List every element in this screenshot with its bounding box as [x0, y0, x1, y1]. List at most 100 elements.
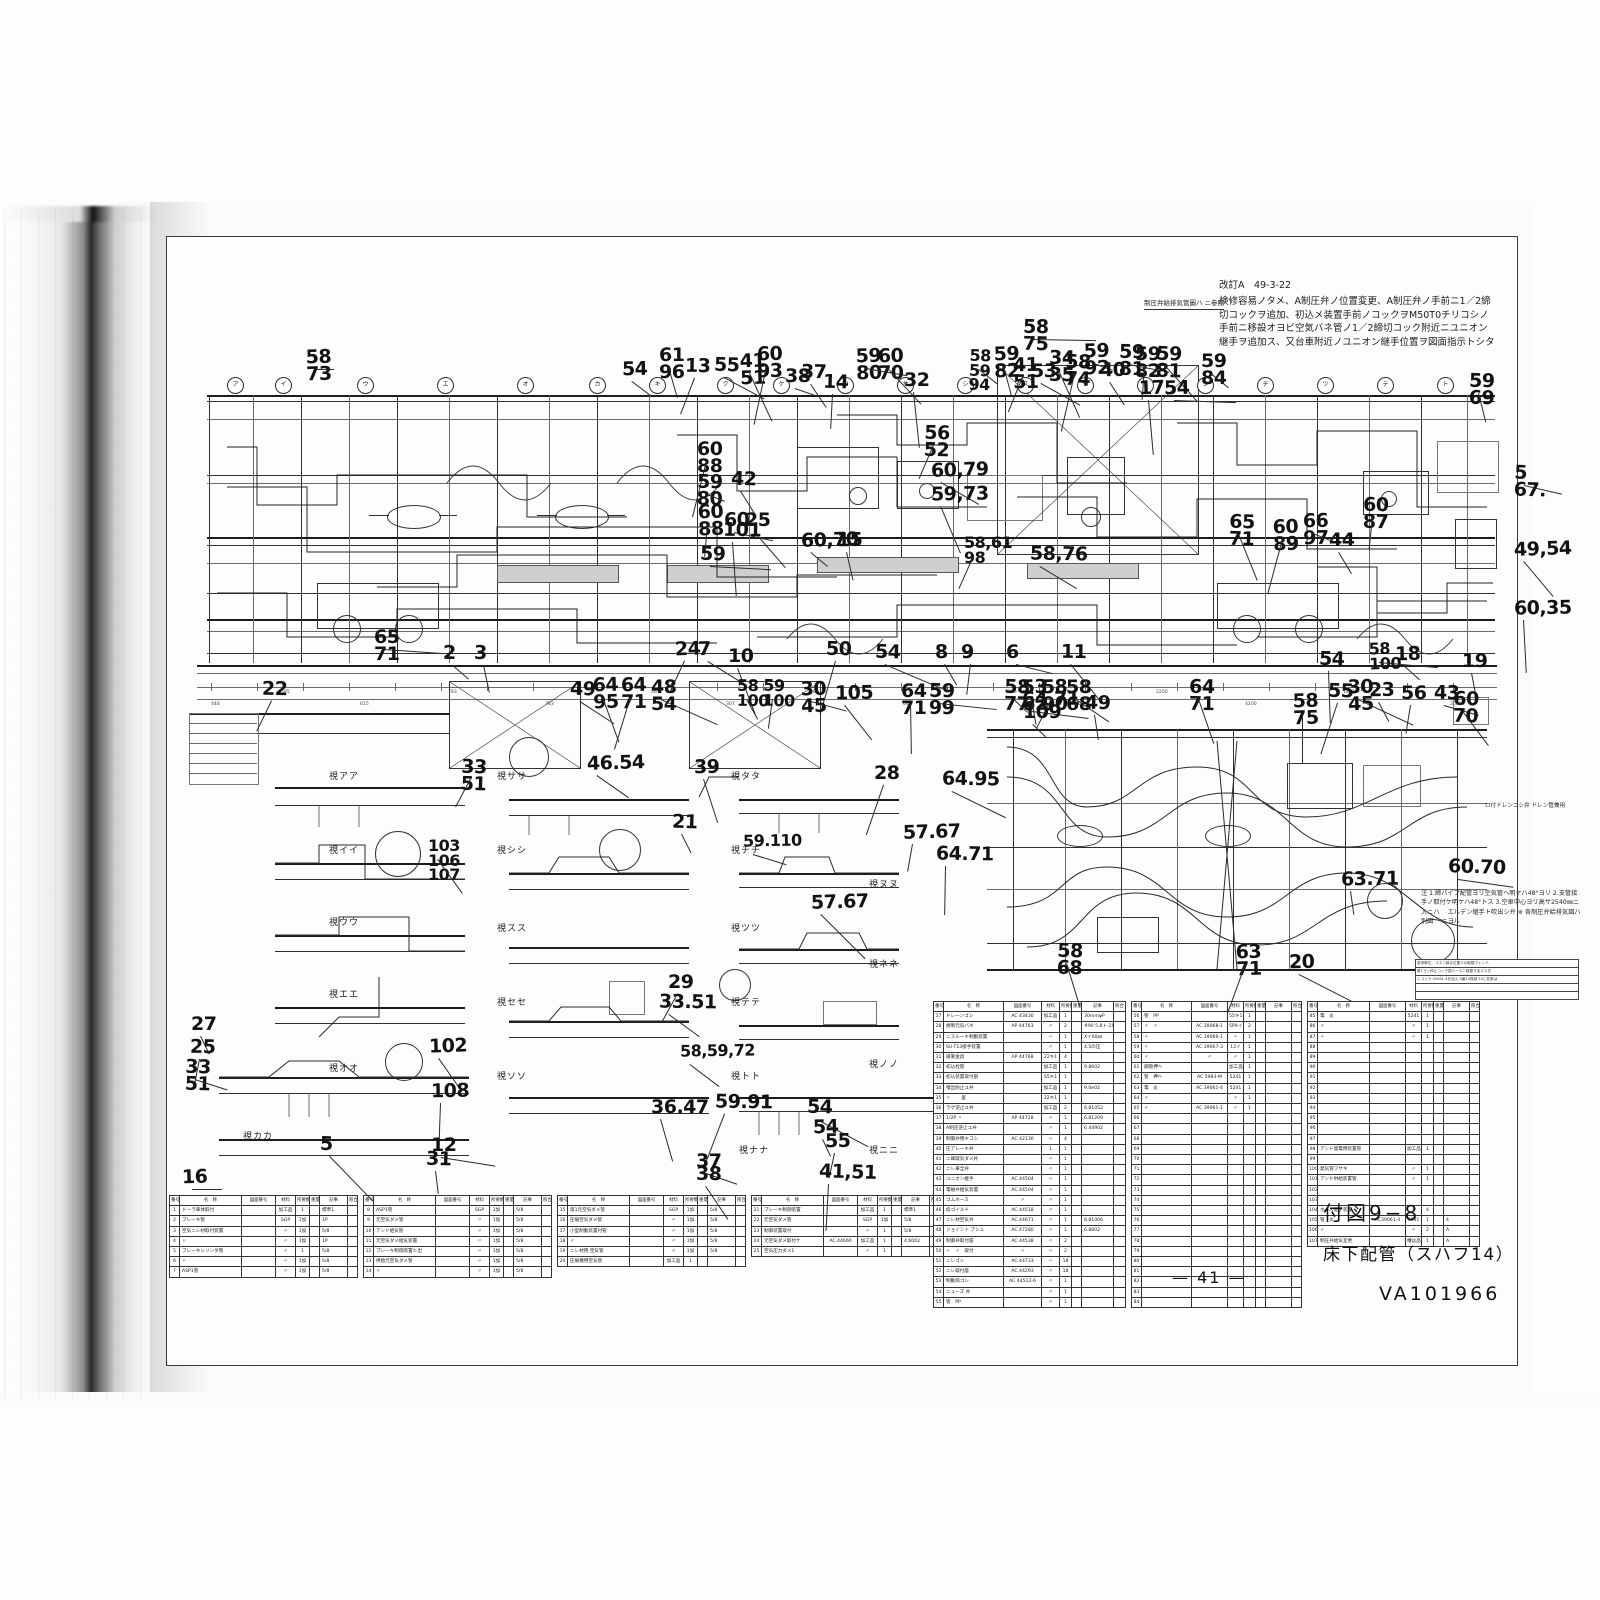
revision-log-text — [1415, 991, 1579, 1000]
section-balloon: ツ — [1317, 377, 1334, 394]
part-callout: 60 70 — [1452, 687, 1480, 728]
callout-leader-line — [1173, 400, 1236, 404]
callout-leader-line — [1298, 974, 1352, 1002]
callout-leader-line — [660, 1119, 674, 1162]
section-balloon: ト — [1437, 377, 1454, 394]
col-chk: 照合 — [735, 1194, 746, 1207]
part-callout: 60 89 — [1272, 515, 1300, 556]
part-callout: 12 — [431, 1134, 457, 1156]
gutter-scan-line — [89, 210, 90, 1400]
section-label: 視アア — [329, 772, 360, 782]
section-label: 視テテ — [731, 998, 762, 1008]
callout-leader-line — [631, 381, 652, 397]
callout-leader-line — [940, 506, 961, 554]
part-callout: 53 — [1031, 360, 1057, 382]
drain-valve-note: ロ付ドレンコシ弁 ドレン管兼用 — [1479, 803, 1571, 811]
callout-leader-line — [192, 1189, 222, 1190]
section-balloon: ア — [227, 377, 244, 394]
dimension-tick — [855, 683, 856, 691]
part-callout: 60 93 — [756, 342, 783, 383]
part-callout: 55 — [824, 1129, 851, 1153]
dimension-text: 1200 — [1005, 690, 1017, 695]
part-callout: 21 — [671, 810, 698, 834]
part-callout: 60.70 — [1447, 855, 1506, 879]
dimension-tick — [1039, 683, 1040, 691]
part-callout: 13 — [684, 354, 711, 378]
dimension-tick — [1453, 683, 1454, 691]
part-callout: 3 — [473, 641, 488, 665]
callout-leader-line — [256, 700, 272, 732]
part-callout: 55 — [713, 353, 740, 377]
part-callout: 105 — [834, 681, 874, 705]
callout-leader-line — [1039, 566, 1077, 590]
part-callout: 58,76 — [1029, 542, 1088, 566]
general-notes: 注 1.締バイプ配管ヨリ空気管ヘ明ケハ48°ヨリ 2.支管接手ノ取付ケ明ケハ48… — [1421, 889, 1581, 926]
part-callout: 14 — [822, 370, 849, 394]
part-callout: 58,59,72 — [679, 1040, 756, 1061]
callout-leader-line — [1457, 879, 1514, 888]
callout-leader-line — [483, 665, 490, 693]
gutter-scan-line — [72, 210, 73, 1400]
callout-leader-line — [752, 854, 787, 866]
part-callout: 38 — [785, 365, 811, 387]
callout-leader-line — [703, 779, 719, 824]
part-callout: 22 — [261, 677, 288, 701]
callout-leader-line — [907, 843, 913, 872]
part-callout: 64 71 — [620, 673, 647, 714]
part-callout: 60 70 — [877, 344, 904, 385]
figure-number: 付図9−8 — [1323, 1201, 1421, 1225]
dimension-text: 4200 — [1245, 702, 1257, 707]
callout-leader-line — [1032, 724, 1046, 738]
part-callout: 66 97 — [1302, 509, 1329, 550]
part-callout: 19 — [1462, 650, 1488, 672]
part-callout: 31 — [425, 1147, 452, 1171]
section-balloon: エ — [437, 377, 454, 394]
part-callout: 49 — [1084, 691, 1111, 715]
section-label: 視ツツ — [731, 924, 762, 934]
table-row: 72 — [1131, 1174, 1302, 1186]
callout-leader-line — [1404, 666, 1420, 681]
table-row: 97 — [1307, 1133, 1480, 1145]
section-balloon: ウ — [357, 377, 374, 394]
part-callout: 109 — [1023, 701, 1062, 723]
part-callout: 64 71 — [901, 680, 927, 720]
section-balloon: カ — [589, 377, 606, 394]
general-notes-text: 注 1.締バイプ配管ヨリ空気管ヘ明ケハ48°ヨリ 2.支管接手ノ取付ケ明ケハ48… — [1421, 890, 1581, 925]
section-label: 視ナナ — [739, 1146, 770, 1156]
dimension-text: 820 — [1076, 702, 1085, 707]
part-callout: 54 — [1318, 647, 1345, 671]
title-block: 付図9−8 床下配管（スハフ14） VA101966 — [1323, 1197, 1573, 1305]
dimension-text: 448 — [211, 702, 220, 707]
dimension-tick — [1269, 683, 1270, 691]
section-balloon: テ — [1377, 377, 1394, 394]
part-callout: 59,73 — [930, 482, 989, 506]
callout-leader-line — [680, 377, 695, 415]
part-callout: 41,51 — [818, 1160, 877, 1184]
part-callout: 64.71 — [935, 842, 994, 866]
section-label: 視シシ — [497, 846, 528, 856]
part-callout: 2 — [442, 641, 456, 665]
section-balloon: イ — [275, 377, 292, 394]
part-callout: 58 75 — [1022, 315, 1049, 356]
